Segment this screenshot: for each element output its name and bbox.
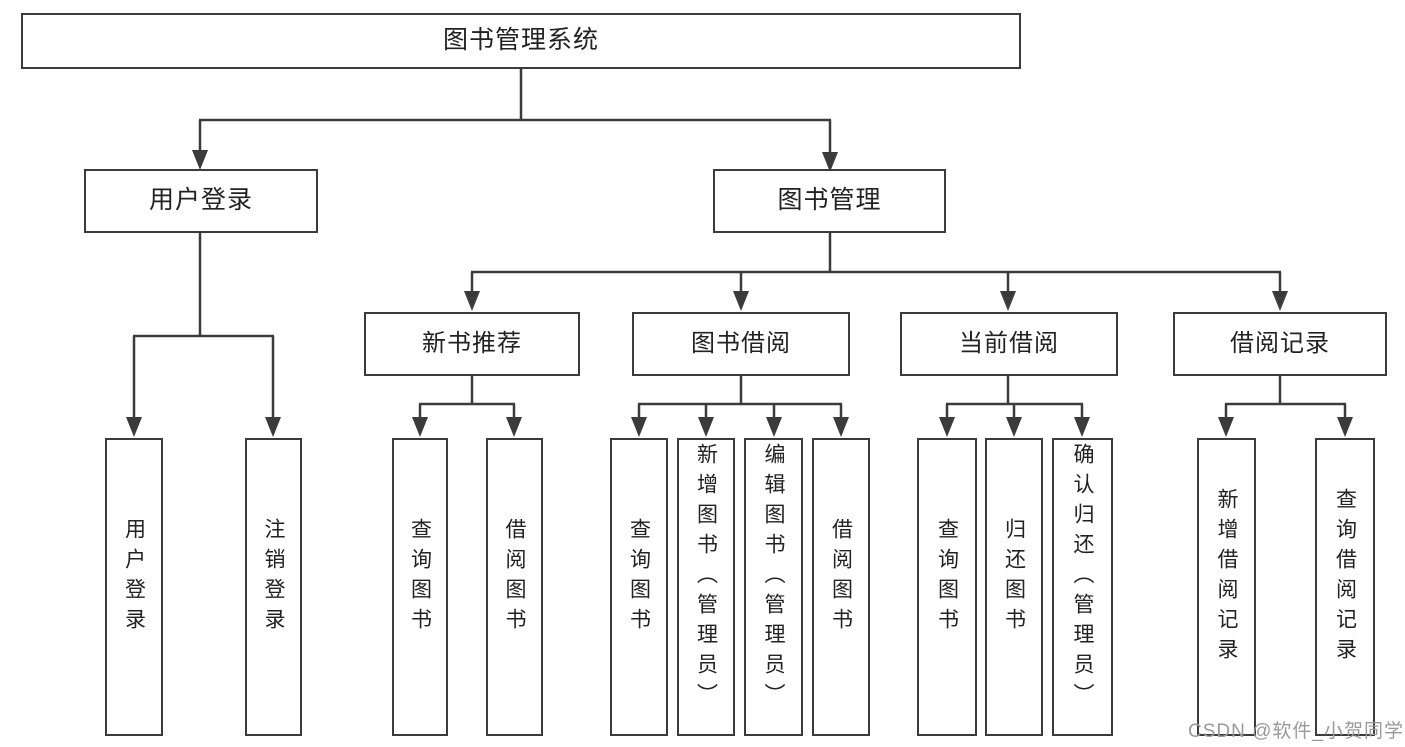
- leaf-add-borrow-record: 新增借阅记录: [1197, 438, 1256, 736]
- tree-edges: [132, 69, 1347, 422]
- leaf-confirm-return-admin: 确认归还（管理员）: [1052, 438, 1113, 736]
- leaf-logout: 注销登录: [245, 438, 302, 736]
- node-book-borrowing: 图书借阅: [632, 312, 850, 376]
- node-book-management-system: 图书管理系统: [21, 13, 1021, 69]
- leaf-query-book-borrowing: 查询图书: [610, 438, 668, 736]
- leaf-query-borrow-record: 查询借阅记录: [1315, 438, 1375, 736]
- leaf-edit-book-admin: 编辑图书（管理员）: [744, 438, 803, 736]
- leaf-user-login: 用户登录: [105, 438, 163, 736]
- watermark-csdn: CSDN @软件_小贺同学: [1188, 721, 1404, 742]
- leaf-return-book: 归还图书: [985, 438, 1043, 736]
- leaf-add-book-admin: 新增图书（管理员）: [677, 438, 735, 736]
- node-user-login: 用户登录: [84, 169, 318, 233]
- node-new-book-recommend: 新书推荐: [364, 312, 580, 376]
- node-book-management: 图书管理: [713, 169, 946, 233]
- leaf-query-book-recommend: 查询图书: [392, 438, 448, 736]
- leaf-query-book-current: 查询图书: [917, 438, 977, 736]
- leaf-borrow-book: 借阅图书: [812, 438, 870, 736]
- node-current-borrowing: 当前借阅: [900, 312, 1118, 376]
- leaf-borrow-book-recommend: 借阅图书: [486, 438, 543, 736]
- node-borrow-records: 借阅记录: [1173, 312, 1387, 376]
- arrowheads: [126, 150, 1353, 437]
